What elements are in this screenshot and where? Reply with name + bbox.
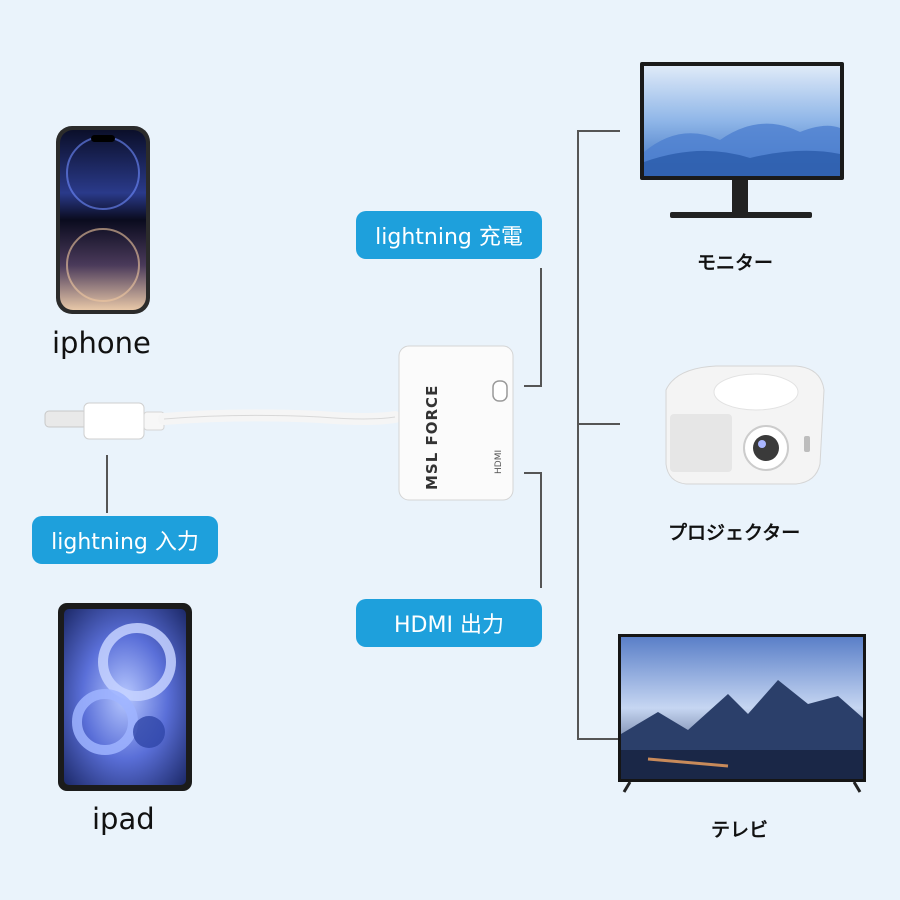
monitor-label: モニター (697, 252, 774, 274)
hdmi-output-badge: HDMI 出力 (356, 599, 542, 647)
bracket-top-branch (577, 130, 620, 132)
lightning-input-connector-line (106, 455, 108, 513)
lightning-charge-badge: lightning 充電 (356, 211, 542, 259)
projector-icon (656, 360, 828, 488)
lightning-input-badge: lightning 入力 (32, 516, 218, 564)
iphone-icon (55, 125, 151, 315)
ipad-icon (57, 602, 193, 792)
lightning-plug-icon (40, 395, 401, 450)
adapter-brand: MSL FORCE (423, 384, 441, 490)
ipad-label: ipad (92, 802, 155, 836)
hdmi-connector-vertical (540, 472, 542, 588)
bracket-bottom-branch (577, 738, 620, 740)
bracket-middle-branch (577, 423, 620, 425)
charge-connector-horizontal (524, 385, 542, 387)
adapter-icon (398, 345, 514, 501)
charge-connector-vertical (540, 268, 542, 386)
bracket-vertical (577, 130, 579, 740)
monitor-icon (640, 62, 844, 222)
tv-icon (618, 634, 866, 794)
tv-label: テレビ (711, 819, 769, 841)
projector-label: プロジェクター (668, 522, 801, 544)
iphone-label: iphone (52, 326, 151, 360)
adapter-port-label: HDMI (494, 449, 504, 474)
hdmi-connector-horizontal (524, 472, 542, 474)
